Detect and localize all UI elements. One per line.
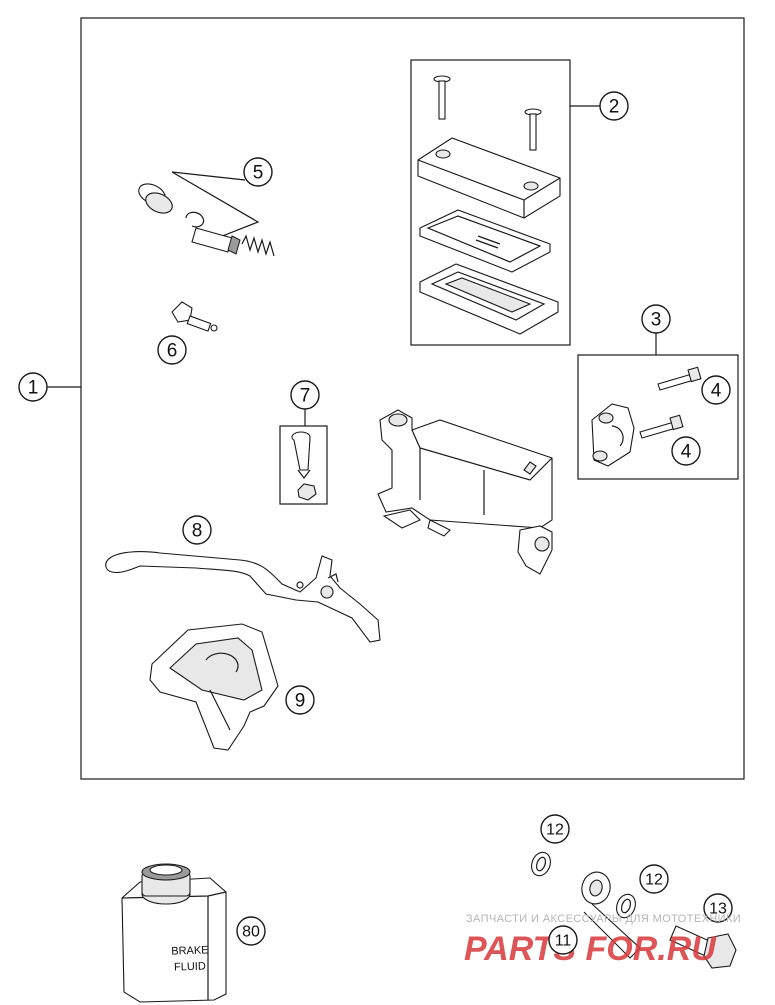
callout-8-label: 8	[192, 521, 203, 542]
sealing-washer-bottom	[616, 893, 636, 919]
callout-13: 13	[703, 893, 733, 923]
piston-boot	[138, 183, 173, 214]
callout-4-lower-label: 4	[681, 442, 692, 463]
callout-80: 80	[236, 916, 266, 946]
callout-5-label: 5	[253, 163, 264, 184]
callout-3-label: 3	[651, 310, 662, 331]
pivot-kit-frame	[279, 425, 328, 505]
pivot-nut	[297, 483, 317, 501]
callout-13-label: 13	[709, 901, 727, 918]
bottle-label-line2: FLUID	[174, 960, 206, 973]
callout-12-lower: 12	[639, 864, 669, 894]
callout-4-lower: 4	[671, 436, 701, 466]
pivot-bolt	[291, 431, 311, 479]
piston-circlip	[185, 211, 205, 228]
bottle-label-line1: BRAKE	[171, 944, 209, 957]
reservoir-lid	[417, 137, 561, 219]
callout-6: 6	[157, 335, 187, 365]
clamp-bolt-lower	[639, 414, 684, 439]
bleeder-valve	[171, 301, 218, 332]
callout-12-lower-label: 12	[645, 872, 663, 889]
callout-7-label: 7	[300, 386, 311, 407]
callout-12-upper-label: 12	[546, 822, 564, 839]
brake-lever	[105, 551, 381, 643]
callout-3: 3	[641, 304, 671, 334]
lid-kit-frame	[410, 59, 571, 346]
callout-8: 8	[182, 515, 212, 545]
callout-11-label: 11	[555, 933, 572, 950]
reservoir-diaphragm	[419, 209, 551, 273]
banjo-fitting	[581, 871, 641, 959]
reservoir-screw-left	[433, 75, 451, 120]
piston-spring-assembly	[191, 227, 275, 257]
callout-4-upper: 4	[701, 375, 731, 405]
watermark-brand: PARTS FOR.RU	[464, 930, 717, 968]
clamp-kit-frame	[577, 354, 739, 480]
callout-12-upper: 12	[540, 814, 570, 844]
callout-1-label: 1	[28, 378, 39, 399]
callout-1: 1	[18, 372, 48, 402]
callout-11: 11	[548, 925, 578, 955]
brake-fluid-bottle	[121, 863, 227, 1003]
callout-7: 7	[290, 380, 320, 410]
callout-4-upper-label: 4	[711, 381, 722, 402]
callout-80-label: 80	[242, 924, 260, 941]
reservoir-gasket	[419, 263, 559, 335]
callout-5: 5	[243, 157, 273, 187]
callout-9: 9	[285, 685, 315, 715]
reservoir-screw-right	[524, 108, 542, 151]
callout-6-label: 6	[167, 341, 178, 362]
callout-9-label: 9	[295, 691, 306, 712]
sealing-washer-top	[531, 851, 551, 877]
master-cylinder-body	[377, 409, 553, 575]
callout-2-label: 2	[609, 97, 620, 118]
rubber-boot	[149, 623, 279, 751]
banjo-bolt	[669, 925, 737, 969]
watermark-tagline: ЗАПЧАСТИ И АКСЕССУАРЫ ДЛЯ МОТОТЕХНИКИ	[466, 913, 741, 925]
callout-2: 2	[599, 91, 629, 121]
leader-5	[171, 171, 246, 181]
main-assembly-frame	[80, 17, 745, 780]
clamp-bolt-upper	[657, 366, 702, 391]
clamp	[591, 403, 635, 467]
